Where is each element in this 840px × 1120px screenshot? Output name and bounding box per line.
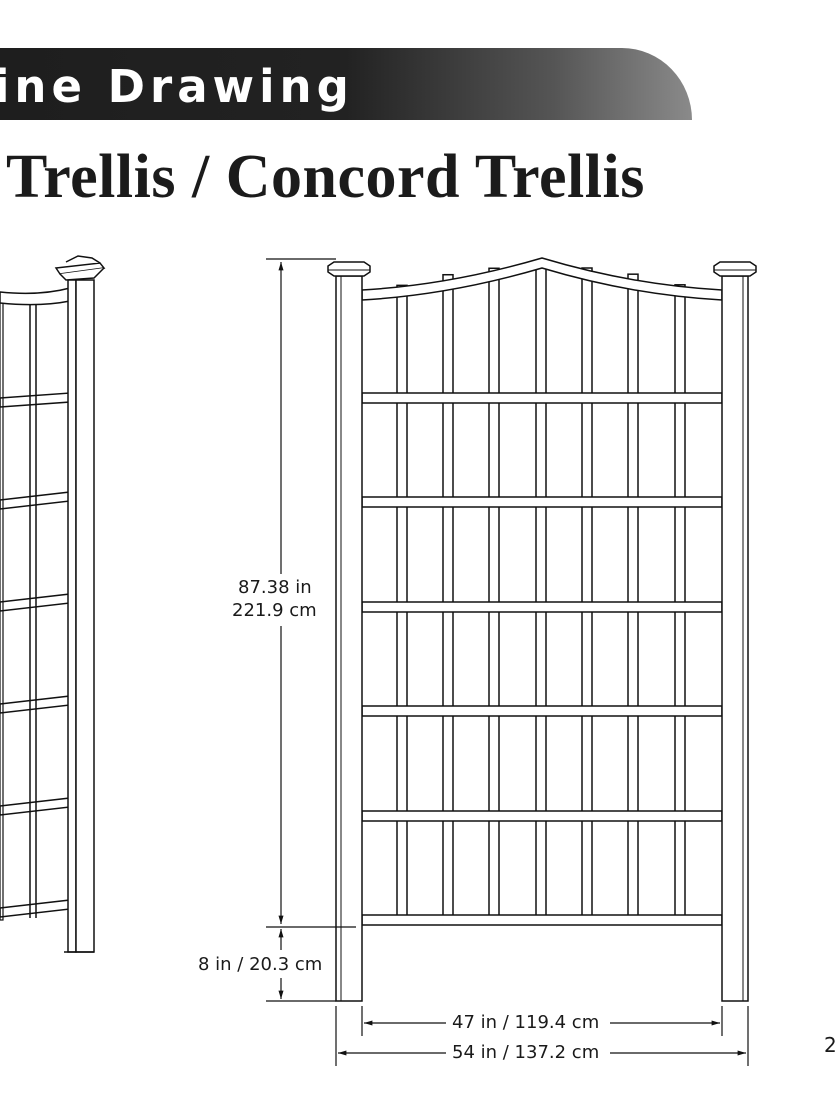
trellis-rail xyxy=(361,496,723,508)
trellis-picket xyxy=(627,273,639,921)
trellis-rail xyxy=(361,601,723,613)
side-trellis-rail xyxy=(0,593,71,612)
height-dimension-cm: 221.9 cm xyxy=(232,600,317,622)
trellis-picket xyxy=(488,267,500,921)
side-trellis-drawing xyxy=(0,255,106,953)
section-banner-text: ine Drawing xyxy=(0,60,354,113)
trellis-pickets xyxy=(396,265,686,921)
outer-width-dimension: 54 in / 137.2 cm xyxy=(452,1042,600,1064)
trellis-rail xyxy=(361,810,723,822)
side-trellis-rail xyxy=(0,392,71,408)
height-dimension-in: 87.38 in xyxy=(238,577,312,599)
trellis-rail xyxy=(361,705,723,717)
left-post-cap xyxy=(327,261,371,277)
trellis-picket xyxy=(535,265,547,921)
leg-height-dimension: 8 in / 20.3 cm xyxy=(198,954,323,976)
page-number: 2 xyxy=(824,1033,837,1057)
side-trellis-rail xyxy=(0,797,71,816)
page-title: Trellis / Concord Trellis xyxy=(6,143,645,211)
trellis-rail xyxy=(361,392,723,404)
trellis-picket xyxy=(581,267,593,921)
inner-width-dimension: 47 in / 119.4 cm xyxy=(452,1012,600,1034)
section-banner xyxy=(0,48,692,120)
left-post xyxy=(335,275,363,1002)
trellis-picket xyxy=(442,273,454,921)
right-post xyxy=(721,275,749,1002)
concord-trellis-front xyxy=(327,257,757,1002)
dimension-lines xyxy=(266,258,749,1066)
trellis-rail xyxy=(361,914,723,926)
side-trellis-rail xyxy=(0,695,71,714)
right-post-cap xyxy=(713,261,757,277)
side-trellis-rail xyxy=(0,491,71,510)
side-trellis-rail xyxy=(0,899,71,918)
